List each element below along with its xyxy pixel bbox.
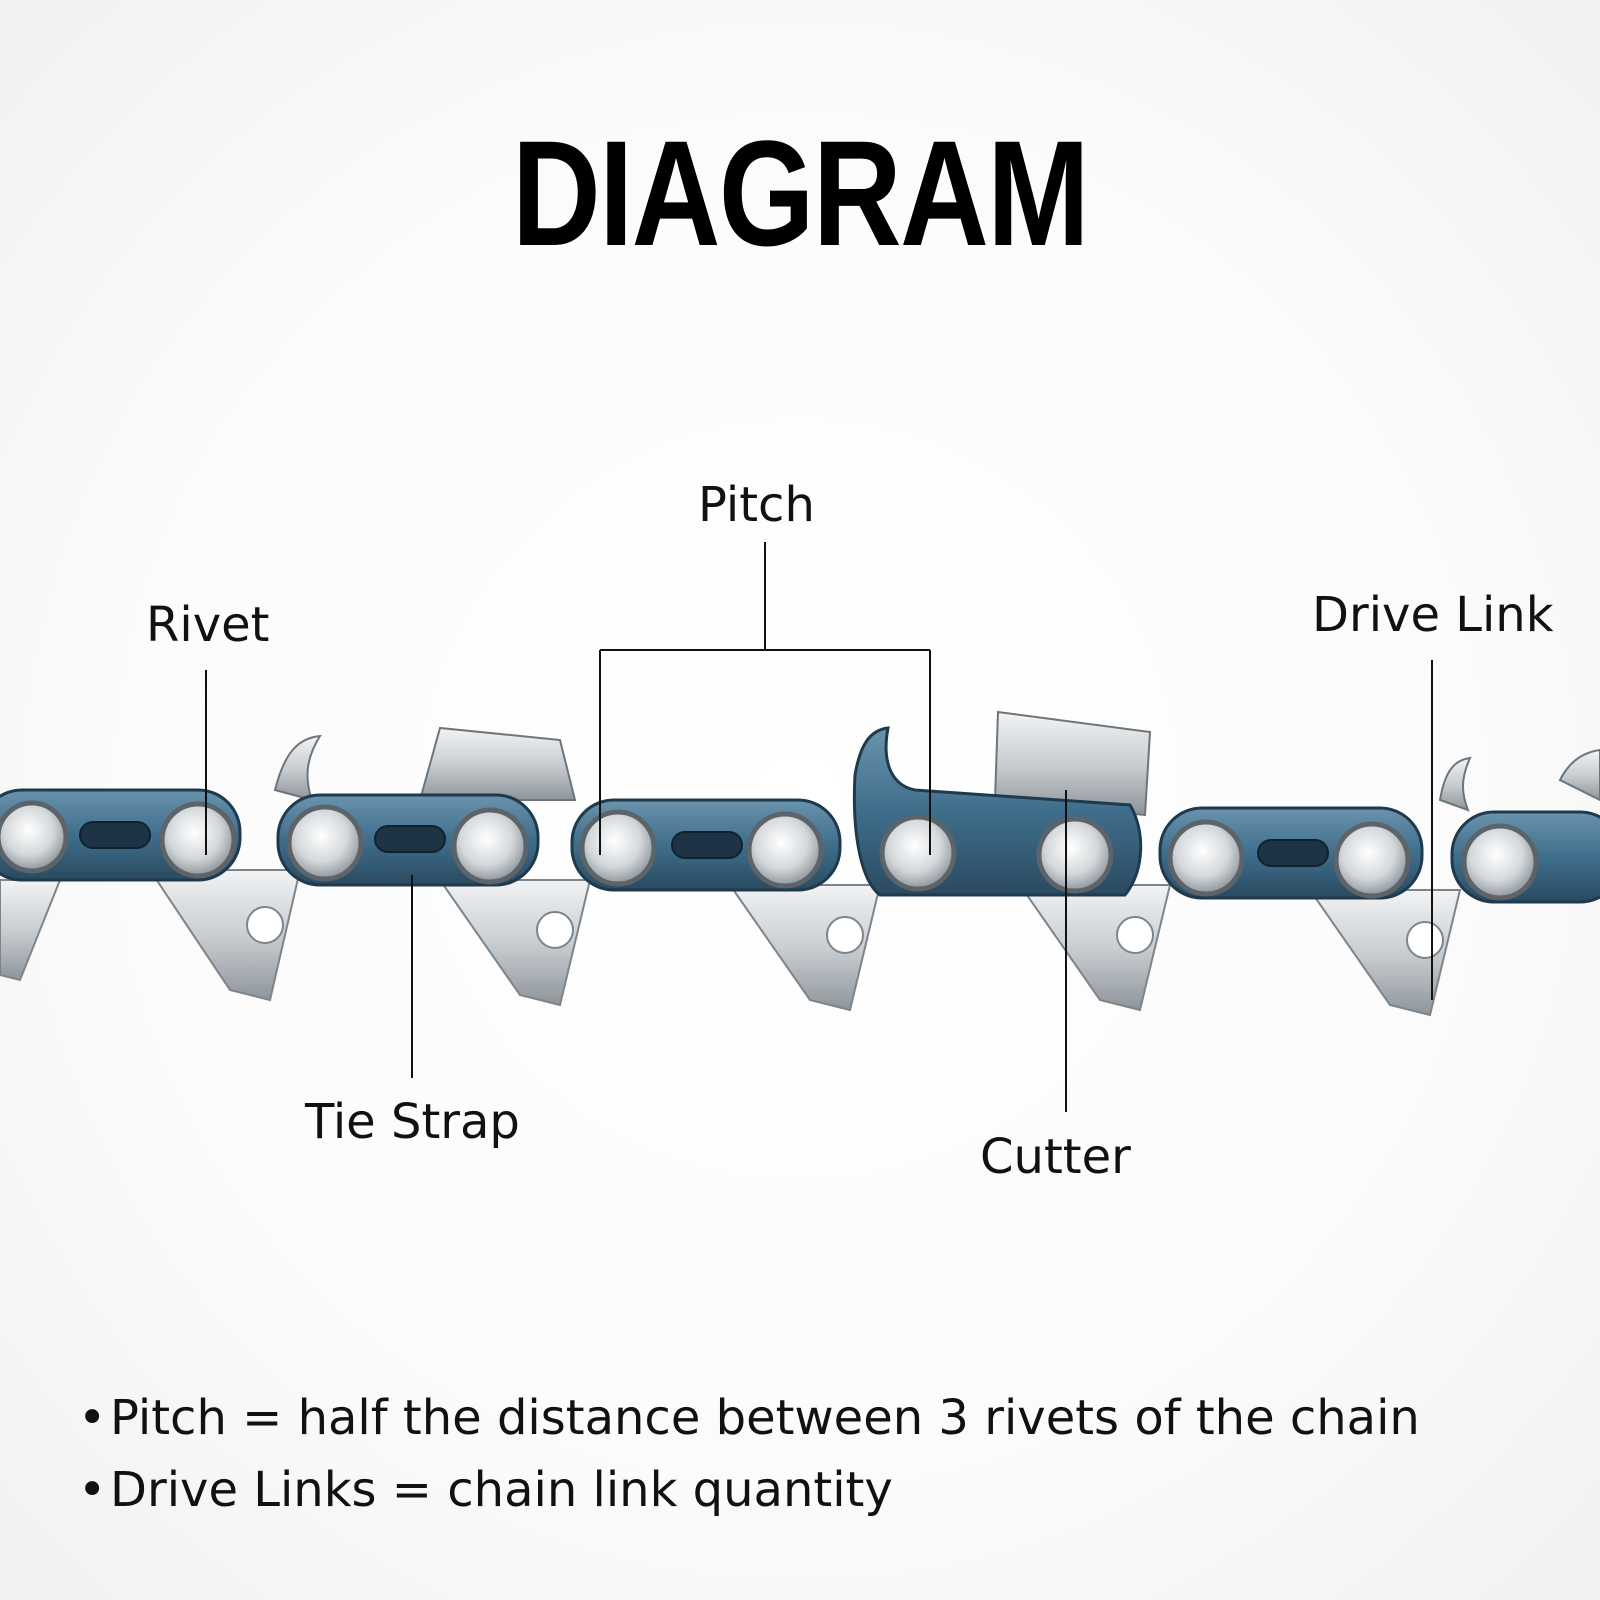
rivet-label: Rivet <box>146 597 270 653</box>
depth-gauges <box>273 734 1600 812</box>
leader-lines <box>205 542 1433 1112</box>
cutter-tops <box>418 710 1152 817</box>
note-drive-links: •Drive Links = chain link quantity <box>78 1454 1420 1526</box>
note-text: Pitch = half the distance between 3 rive… <box>110 1390 1420 1446</box>
bullet-icon: • <box>78 1462 107 1518</box>
diagram-title: DIAGRAM <box>511 109 1090 277</box>
note-pitch: •Pitch = half the distance between 3 riv… <box>78 1382 1420 1454</box>
bullet-icon: • <box>78 1390 107 1446</box>
drive-link-label: Drive Link <box>1312 587 1554 643</box>
notes-list: •Pitch = half the distance between 3 riv… <box>78 1382 1420 1526</box>
pitch-bracket <box>599 542 931 855</box>
cutter-label: Cutter <box>980 1129 1131 1185</box>
pitch-label: Pitch <box>698 477 815 533</box>
tie-strap-slots <box>79 821 1329 867</box>
drive-link-dimples <box>246 906 1444 959</box>
tie-strap-label: Tie Strap <box>305 1094 520 1150</box>
note-text: Drive Links = chain link quantity <box>110 1462 893 1518</box>
